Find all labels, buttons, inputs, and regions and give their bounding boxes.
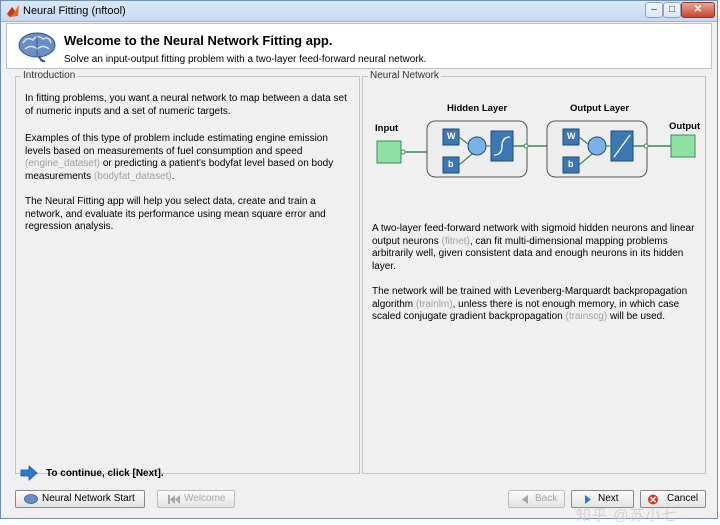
welcome-label: Welcome [184, 493, 226, 504]
sigmoid-curve [493, 136, 511, 156]
page-subtitle: Solve an input-output fitting problem wi… [64, 54, 427, 65]
output-w-label: W [567, 131, 576, 141]
output-w-link [578, 136, 589, 145]
close-button[interactable]: ✕ [681, 2, 715, 18]
arrow-right-icon [20, 465, 38, 481]
back-arrow-icon [522, 495, 528, 504]
next-arrow-icon [585, 495, 591, 504]
output-layer-label: Output Layer [570, 103, 630, 114]
minimize-button[interactable]: – [645, 2, 663, 18]
introduction-title: Introduction [21, 70, 78, 81]
hidden-b-link [458, 153, 473, 166]
network-diagram-graphic [376, 120, 696, 178]
cancel-icon [648, 494, 658, 505]
trainscg-link[interactable]: (trainscg) [565, 311, 608, 323]
brain-icon [18, 32, 56, 63]
output-label: Output [669, 121, 701, 132]
neural-network-panel: Neural Network [362, 70, 706, 474]
hidden-w-link [458, 136, 469, 145]
linear-line [613, 134, 631, 158]
hidden-sum-node [467, 136, 487, 156]
neural-network-start-button[interactable]: Neural Network Start [15, 490, 145, 508]
welcome-button[interactable]: Welcome [157, 490, 235, 508]
neural-network-title: Neural Network [368, 70, 441, 81]
output-block [670, 134, 696, 158]
input-label: Input [375, 123, 399, 134]
neural-network-start-label: Neural Network Start [42, 493, 135, 504]
network-paragraph-1: A two-layer feed-forward network with si… [372, 223, 695, 272]
back-button[interactable]: Back [508, 490, 565, 508]
next-button[interactable]: Next [571, 490, 634, 508]
bodyfat-dataset-link[interactable]: (bodyfat_dataset) [93, 170, 172, 182]
back-label: Back [535, 493, 558, 504]
network-paragraph-2: The network will be trained with Levenbe… [372, 286, 688, 323]
header-banner: Welcome to the Neural Network Fitting ap… [6, 23, 712, 69]
fitnet-link[interactable]: (fitnet) [441, 235, 470, 247]
maximize-button[interactable]: □ [663, 2, 681, 18]
watermark: 知乎 @苏小七 [576, 507, 678, 524]
cancel-button[interactable]: Cancel [640, 490, 706, 508]
input-block [376, 140, 402, 164]
output-b-link [578, 153, 593, 166]
matlab-icon [7, 5, 19, 17]
page-title: Welcome to the Neural Network Fitting ap… [64, 33, 333, 48]
output-sum-node [587, 136, 607, 156]
trainlm-link[interactable]: (trainlm) [415, 298, 453, 310]
hidden-port [523, 143, 529, 149]
brain-small-icon [24, 494, 38, 504]
window-title: Neural Fitting (nftool) [23, 5, 126, 17]
intro-paragraph-3: The Neural Fitting app will help you sel… [25, 196, 326, 233]
cancel-label: Cancel [667, 493, 699, 504]
intro-paragraph-1: In fitting problems, you want a neural n… [25, 93, 347, 117]
hidden-layer-label: Hidden Layer [447, 103, 508, 114]
intro-paragraph-2: Examples of this type of problem include… [25, 133, 334, 182]
continue-text: To continue, click [Next]. [46, 468, 164, 479]
output-port [643, 143, 649, 149]
next-label: Next [598, 493, 619, 504]
input-port [400, 149, 406, 155]
first-page-icon [168, 495, 180, 504]
app-content: Welcome to the Neural Network Fitting ap… [6, 23, 712, 524]
output-b-label: b [568, 159, 574, 169]
hidden-w-label: W [447, 131, 456, 141]
introduction-panel: Introduction In fitting problems, you wa… [15, 70, 360, 474]
title-bar[interactable]: Neural Fitting (nftool) – □ ✕ [1, 1, 717, 22]
network-diagram: Input Hidden Layer Output Layer Output W… [371, 101, 701, 189]
hidden-b-label: b [448, 159, 454, 169]
engine-dataset-link[interactable]: (engine_dataset) [25, 158, 101, 170]
